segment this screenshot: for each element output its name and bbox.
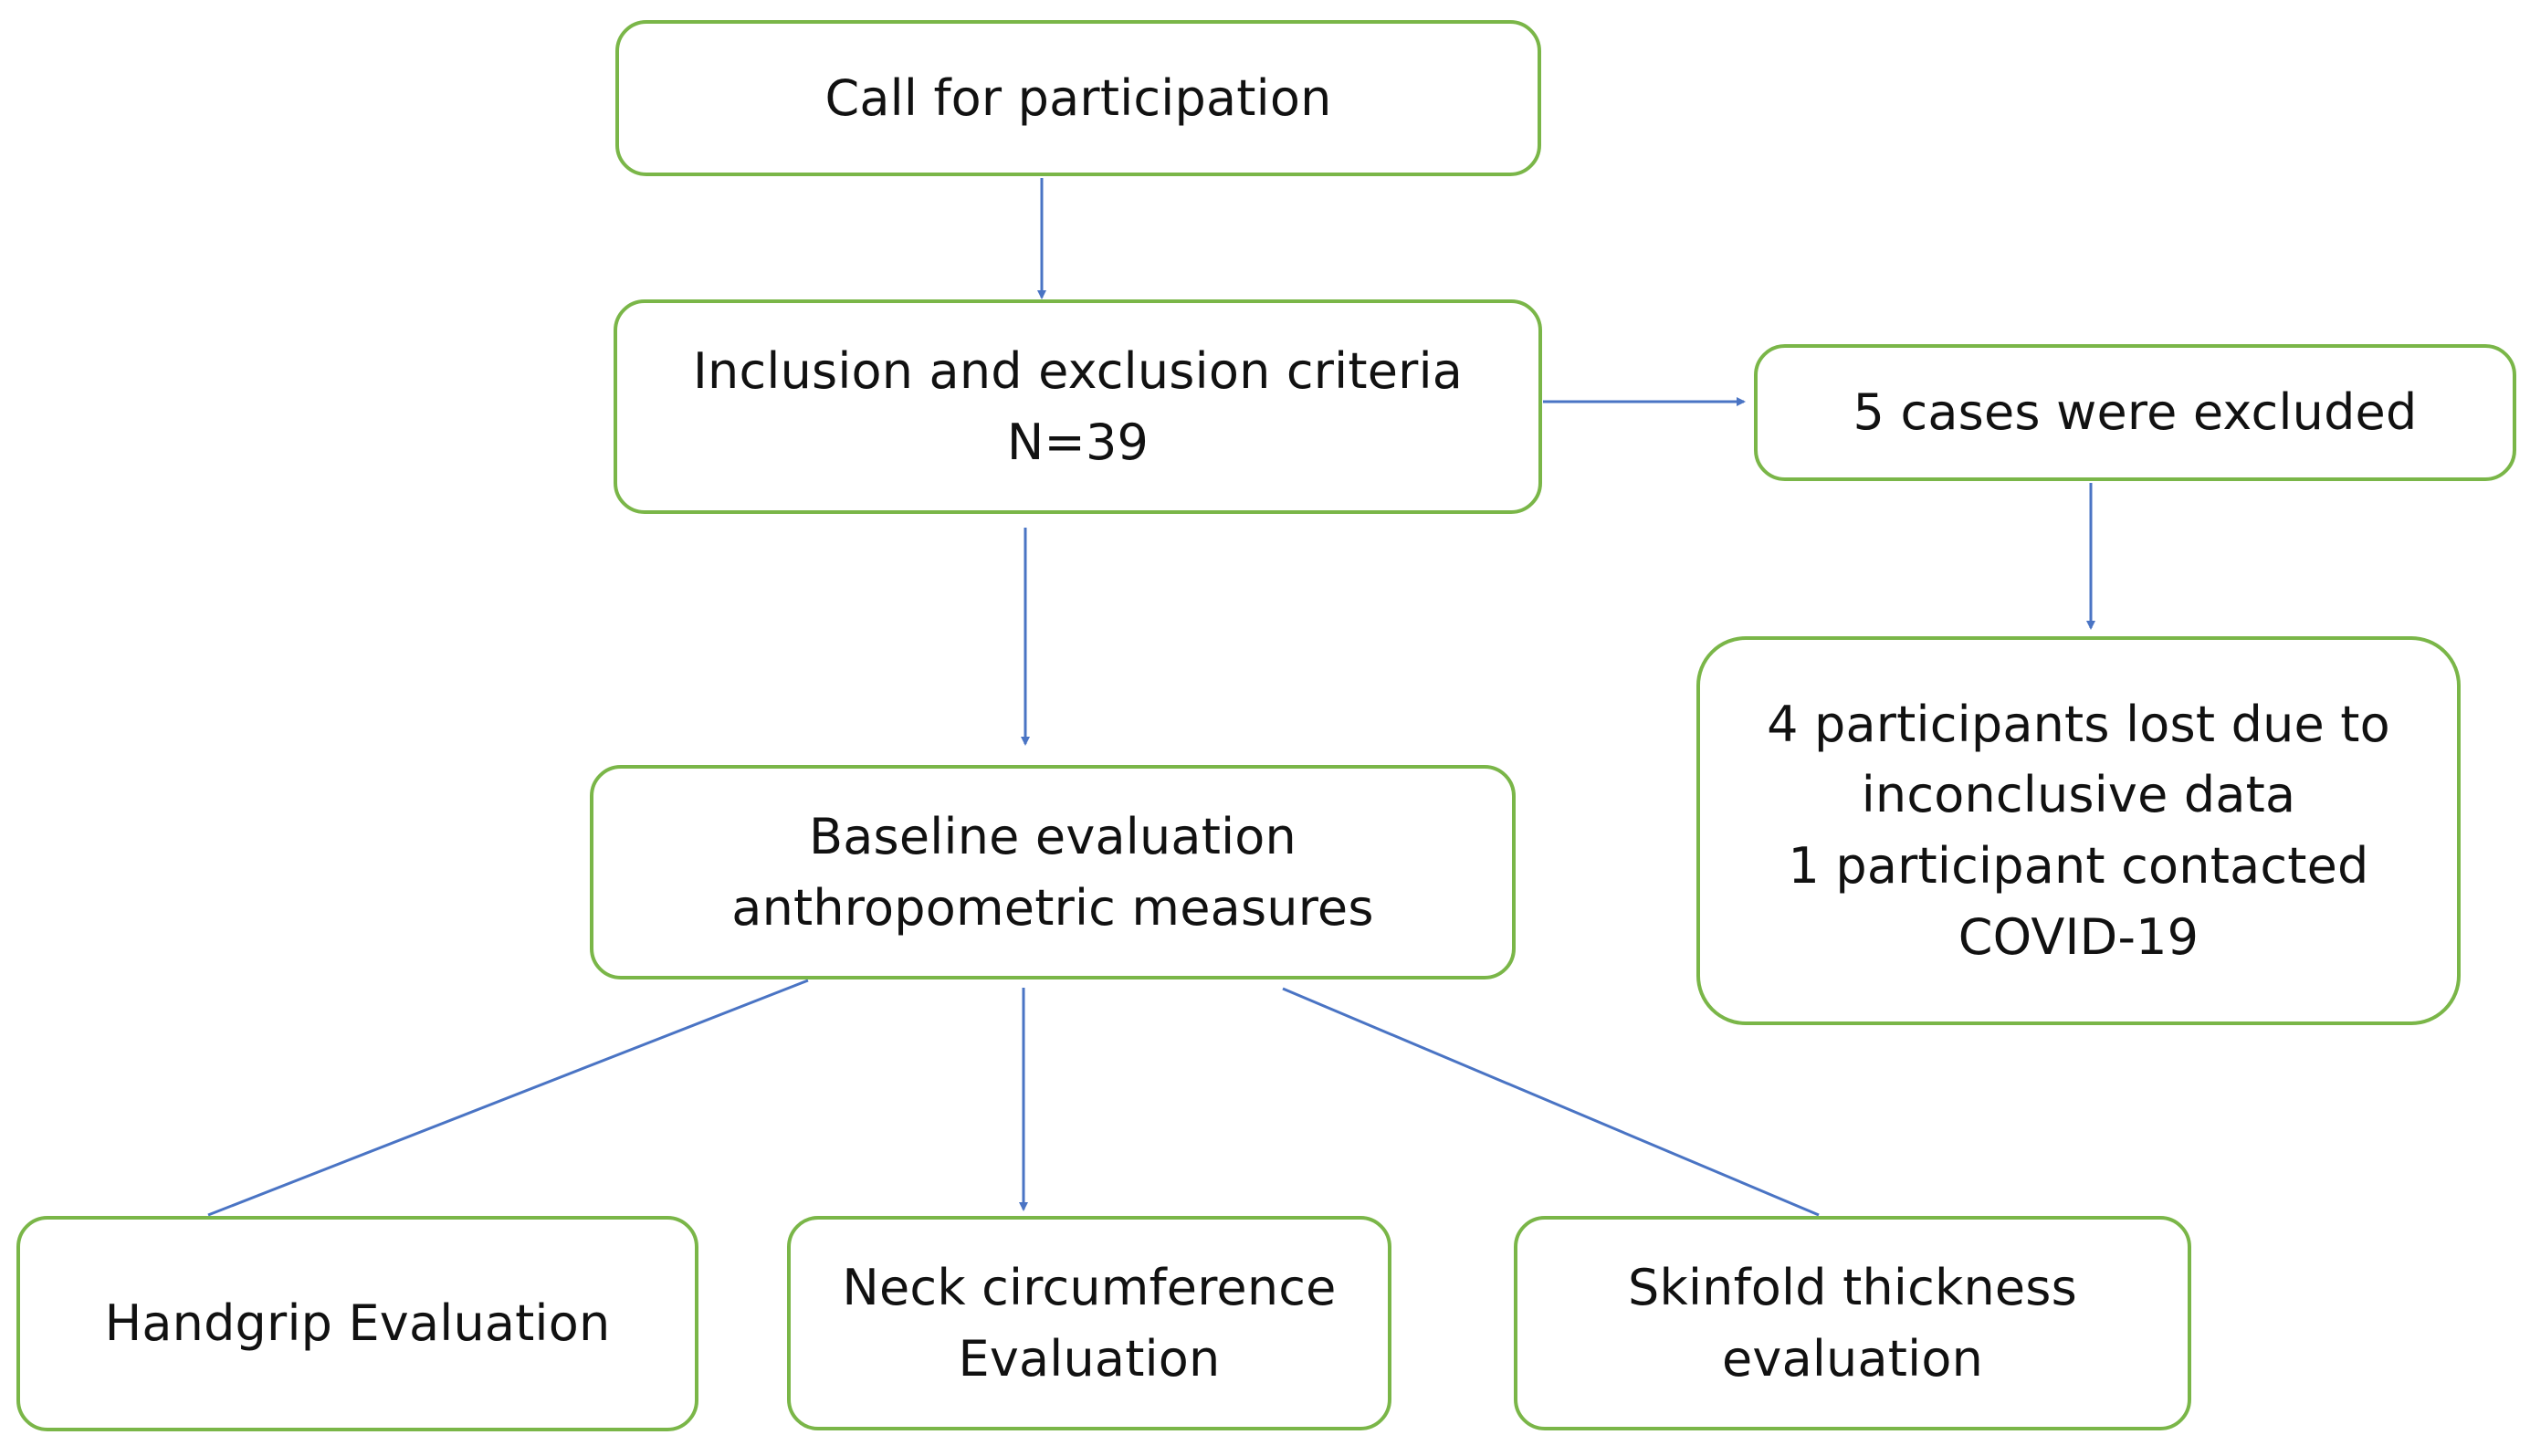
handgrip-evaluation-box: Handgrip Evaluation <box>16 1216 698 1431</box>
lost-participants-line-2: inconclusive data <box>1861 766 2296 824</box>
call-for-participation-label: Call for participation <box>824 68 1332 127</box>
connector-baseline-to-handgrip <box>207 979 809 1217</box>
neck-circumference-box: Neck circumference Evaluation <box>787 1216 1391 1430</box>
anthropometric-measures-label: anthropometric measures <box>731 878 1374 937</box>
inclusion-exclusion-criteria-box: Inclusion and exclusion criteria N=39 <box>614 299 1542 514</box>
lost-participants-box: 4 participants lost due to inconclusive … <box>1696 636 2461 1025</box>
excluded-cases-box: 5 cases were excluded <box>1754 344 2516 481</box>
inclusion-exclusion-criteria-label: Inclusion and exclusion criteria <box>692 341 1464 400</box>
neck-circumference-label: Neck circumference <box>842 1258 1337 1316</box>
baseline-evaluation-box: Baseline evaluation anthropometric measu… <box>590 765 1516 979</box>
lost-participants-line-3: 1 participant contacted <box>1788 837 2369 895</box>
excluded-cases-label: 5 cases were excluded <box>1853 383 2418 442</box>
handgrip-evaluation-label: Handgrip Evaluation <box>104 1294 611 1353</box>
neck-evaluation-label: Evaluation <box>958 1329 1221 1388</box>
skinfold-thickness-box: Skinfold thickness evaluation <box>1514 1216 2191 1430</box>
connector-baseline-to-skinfold <box>1282 987 1820 1217</box>
skinfold-evaluation-label: evaluation <box>1721 1329 1984 1388</box>
skinfold-thickness-label: Skinfold thickness <box>1628 1258 2077 1316</box>
lost-participants-line-1: 4 participants lost due to <box>1767 695 2390 753</box>
lost-participants-line-4: COVID-19 <box>1958 907 2199 966</box>
sample-size-label: N=39 <box>1006 413 1150 471</box>
call-for-participation-box: Call for participation <box>615 20 1541 176</box>
baseline-evaluation-label: Baseline evaluation <box>809 807 1296 865</box>
